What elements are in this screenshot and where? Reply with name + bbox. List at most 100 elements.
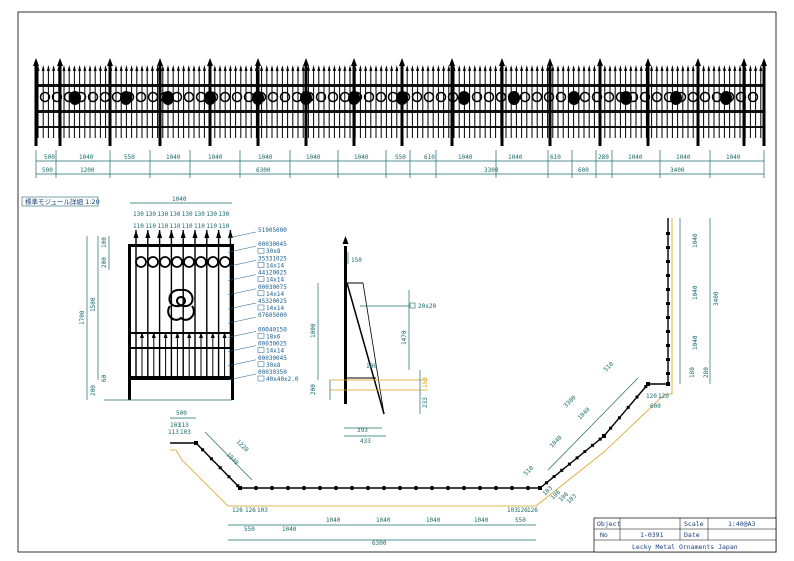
svg-text:130: 130 — [194, 211, 205, 218]
module-title-box — [21, 196, 99, 207]
dim-label: 120 — [646, 393, 657, 400]
dim-label: 550 — [124, 154, 135, 161]
svg-text:110: 110 — [182, 223, 193, 230]
dim-label: 126 — [232, 507, 243, 514]
dim-label: 600 — [578, 167, 589, 174]
elevation-dimensions: 500 1040 550 1040 1040 1040 1040 1040 55… — [35, 150, 765, 178]
module-title: 標準モジュール詳細 1:20 — [25, 197, 100, 206]
dim-label: 3300 — [562, 394, 577, 409]
dim-label: 500 — [44, 154, 55, 161]
svg-text:130: 130 — [170, 211, 181, 218]
dim-label: 1500 — [90, 297, 97, 312]
scale-value: 1:40@A3 — [728, 520, 755, 528]
dim-label: 6300 — [372, 540, 387, 547]
dim-label: 1040 — [426, 517, 441, 524]
plan-view: 500 103 113 113 103 1040 1220 126 126 10… — [168, 218, 720, 547]
svg-text:130: 130 — [133, 211, 144, 218]
dim-label: 1040 — [166, 154, 181, 161]
svg-text:110: 110 — [218, 223, 229, 230]
dim-label: 1040 — [376, 517, 391, 524]
dim-label: 550 — [395, 154, 406, 161]
svg-text:110: 110 — [133, 223, 144, 230]
part-code: 45320025 — [258, 298, 287, 305]
part-code: 44120025 — [258, 270, 287, 277]
part-code: 00040150 — [258, 326, 287, 333]
dim-label: 1200 — [80, 167, 95, 174]
dim-label: 280 — [703, 367, 710, 378]
dim-label: 3400 — [670, 167, 685, 174]
dim-label: 103 — [257, 507, 268, 514]
dim-label: 120 — [658, 393, 669, 400]
svg-text:130: 130 — [182, 211, 193, 218]
dim-label: 126 — [527, 507, 538, 514]
dim-label: 1040 — [225, 451, 240, 466]
dim-label: 1040 — [692, 233, 699, 248]
dim-label: 113 — [168, 429, 179, 436]
dim-label: 126 — [517, 507, 528, 514]
dim-label: 1040 — [576, 406, 591, 421]
dim-label: 1040 — [692, 335, 699, 350]
dim-label: 1040 — [726, 154, 741, 161]
part-code: 07605000 — [258, 312, 287, 319]
part-spec: 14x14 — [266, 305, 284, 312]
dim-label: 610 — [424, 154, 435, 161]
part-code: 00030045 — [258, 241, 287, 248]
part-spec: 14x14 — [266, 277, 284, 284]
part-code: 00030075 — [258, 284, 287, 291]
dim-label: 60 — [101, 374, 108, 382]
dim-label: 1040 — [628, 154, 643, 161]
dim-label: 610 — [550, 154, 561, 161]
dim-label: 1040 — [354, 154, 369, 161]
svg-text:110: 110 — [170, 223, 181, 230]
dim-label: 1040 — [326, 517, 341, 524]
dim-label: 1040 — [508, 154, 523, 161]
object-label: Object — [597, 520, 621, 528]
dim-label: 1040 — [692, 285, 699, 300]
date-label: Date — [684, 531, 700, 539]
svg-text:110: 110 — [145, 223, 156, 230]
dim-label: 1040 — [208, 154, 223, 161]
dim-label: 150 — [422, 377, 429, 388]
dim-label: 1040 — [458, 154, 473, 161]
drawing-border — [17, 11, 777, 553]
dim-label: 103 — [180, 429, 191, 436]
no-label: No — [600, 531, 608, 539]
dim-label: 103 — [170, 422, 181, 429]
module-detail: 1040 13011013011013011013011013011013011… — [79, 196, 234, 401]
part-spec: 18x6 — [266, 333, 281, 340]
dim-label: 1040 — [172, 196, 187, 203]
dim-label: 6300 — [256, 167, 271, 174]
scale-label: Scale — [684, 520, 704, 528]
svg-text:110: 110 — [194, 223, 205, 230]
part-spec: 14x14 — [266, 291, 284, 298]
part-spec: 40x40x2.0 — [266, 376, 299, 383]
part-code: 35331025 — [258, 255, 287, 262]
dim-label: 20x20 — [418, 303, 436, 310]
dim-label: 500 — [176, 410, 187, 417]
dim-label: 1040 — [258, 154, 273, 161]
dim-label: 433 — [360, 438, 371, 445]
svg-text:130: 130 — [145, 211, 156, 218]
part-code: 00030350 — [258, 369, 287, 376]
dim-label: 233 — [422, 397, 429, 408]
part-spec: 30x8 — [266, 248, 281, 255]
svg-text:110: 110 — [206, 223, 217, 230]
title-block: Object Scale 1:40@A3 No 1-0391 Date Leck… — [593, 517, 777, 553]
dim-label: 1220 — [235, 438, 250, 453]
dim-label: 103 — [507, 507, 518, 514]
parts-list: 519050000003004530x83533102514x144412002… — [227, 227, 299, 383]
company-name: Lecky Metal Ornaments Japan — [632, 543, 738, 551]
dim-label: 113 — [178, 422, 189, 429]
dim-label: 200 — [90, 385, 97, 396]
dim-label: 1470 — [401, 330, 408, 345]
section-view: 150 20x20 1000 1470 200 100 393 433 233 … — [310, 236, 436, 445]
dim-label: 150 — [351, 257, 362, 264]
dim-label: 1040 — [282, 526, 297, 533]
dim-label: 200 — [310, 384, 317, 395]
part-spec: 14x14 — [266, 348, 284, 355]
dim-label: 500 — [42, 167, 53, 174]
dim-label: 100 — [101, 237, 108, 248]
dim-label: 1040 — [474, 517, 489, 524]
dim-label: 126 — [245, 507, 256, 514]
dim-label: 550 — [244, 526, 255, 533]
